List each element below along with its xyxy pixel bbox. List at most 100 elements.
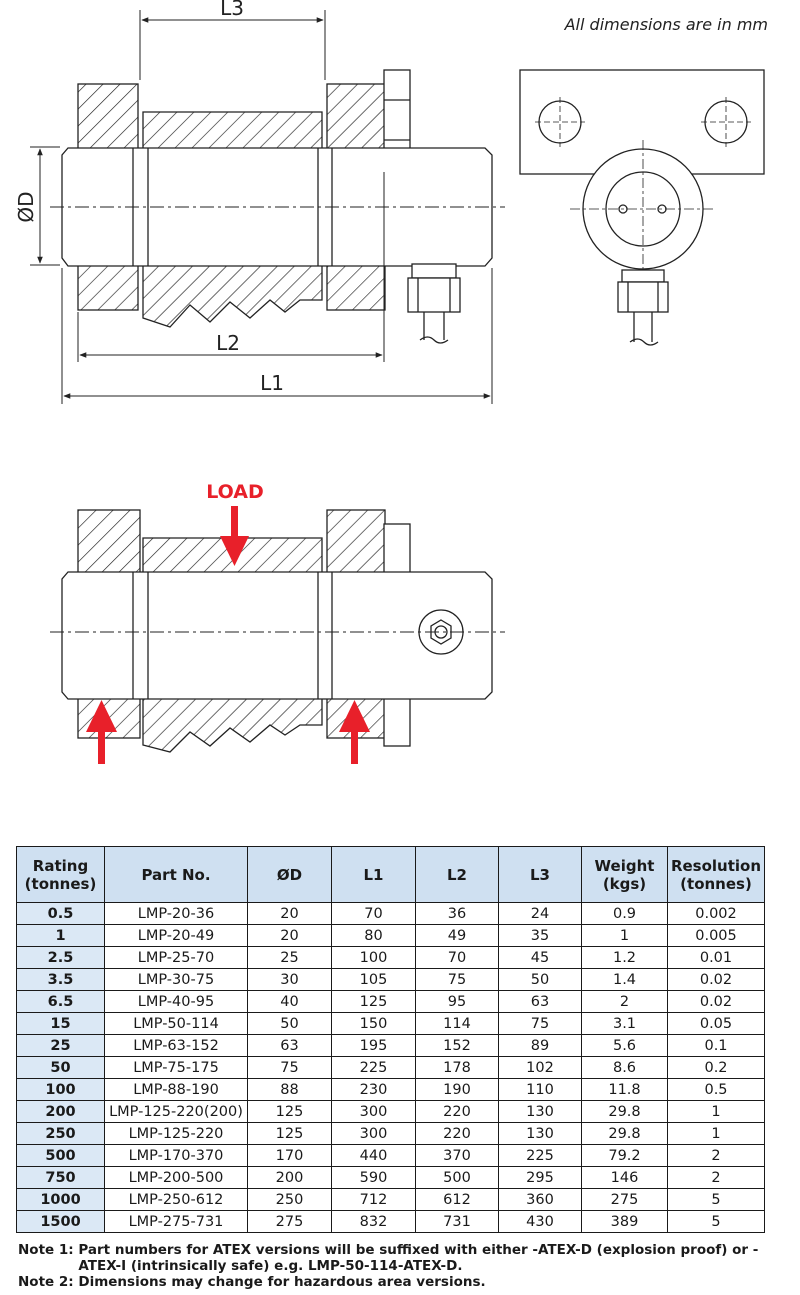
cell-diameter: 40 bbox=[247, 990, 332, 1013]
load-arrow-top bbox=[231, 506, 238, 540]
cell-part-no: LMP-20-49 bbox=[104, 924, 248, 947]
cell-diameter: 125 bbox=[247, 1122, 332, 1145]
cell-resolution: 0.02 bbox=[667, 968, 765, 991]
cell-weight: 8.6 bbox=[581, 1056, 668, 1079]
cell-l1: 300 bbox=[331, 1100, 416, 1123]
cell-diameter: 88 bbox=[247, 1078, 332, 1101]
cell-l2: 612 bbox=[415, 1188, 499, 1211]
cell-l3: 89 bbox=[498, 1034, 582, 1057]
cell-resolution: 0.002 bbox=[667, 902, 765, 925]
cell-resolution: 5 bbox=[667, 1188, 765, 1211]
cell-l3: 295 bbox=[498, 1166, 582, 1189]
cell-resolution: 0.5 bbox=[667, 1078, 765, 1101]
cell-l2: 178 bbox=[415, 1056, 499, 1079]
dim-diameter-label: ØD bbox=[14, 191, 38, 222]
cell-weight: 1.4 bbox=[581, 968, 668, 991]
cell-rating: 1000 bbox=[16, 1188, 105, 1211]
cell-l3: 102 bbox=[498, 1056, 582, 1079]
cell-resolution: 2 bbox=[667, 1144, 765, 1167]
load-arrow-right bbox=[351, 728, 358, 764]
cell-resolution: 0.02 bbox=[667, 990, 765, 1013]
cell-l3: 225 bbox=[498, 1144, 582, 1167]
cell-weight: 79.2 bbox=[581, 1144, 668, 1167]
cell-l3: 50 bbox=[498, 968, 582, 991]
cell-l2: 70 bbox=[415, 946, 499, 969]
cell-rating: 100 bbox=[16, 1078, 105, 1101]
cell-l1: 150 bbox=[331, 1012, 416, 1035]
cell-l1: 300 bbox=[331, 1122, 416, 1145]
cell-weight: 3.1 bbox=[581, 1012, 668, 1035]
cell-l1: 712 bbox=[331, 1188, 416, 1211]
cell-rating: 15 bbox=[16, 1012, 105, 1035]
cell-rating: 0.5 bbox=[16, 902, 105, 925]
side-view-drawing: L3 ØD L2 L1 bbox=[14, 0, 765, 404]
cell-weight: 1.2 bbox=[581, 946, 668, 969]
cell-part-no: LMP-170-370 bbox=[104, 1144, 248, 1167]
cell-part-no: LMP-63-152 bbox=[104, 1034, 248, 1057]
cell-rating: 1 bbox=[16, 924, 105, 947]
cell-diameter: 63 bbox=[247, 1034, 332, 1057]
note-1-label: Note 1: bbox=[18, 1242, 79, 1258]
cell-part-no: LMP-275-731 bbox=[104, 1210, 248, 1233]
cell-l3: 110 bbox=[498, 1078, 582, 1101]
cell-diameter: 30 bbox=[247, 968, 332, 991]
note-2: Note 2: Dimensions may change for hazard… bbox=[18, 1274, 788, 1290]
load-diagram: LOAD bbox=[50, 481, 505, 764]
cell-l2: 114 bbox=[415, 1012, 499, 1035]
cell-weight: 5.6 bbox=[581, 1034, 668, 1057]
cell-l1: 70 bbox=[331, 902, 416, 925]
header-l3: L3 bbox=[498, 846, 582, 903]
cell-l2: 190 bbox=[415, 1078, 499, 1101]
cell-l2: 36 bbox=[415, 902, 499, 925]
cell-l3: 360 bbox=[498, 1188, 582, 1211]
cell-diameter: 170 bbox=[247, 1144, 332, 1167]
header-rating: Rating (tonnes) bbox=[16, 846, 105, 903]
header-l2: L2 bbox=[415, 846, 499, 903]
header-weight: Weight (kgs) bbox=[581, 846, 668, 903]
cell-part-no: LMP-50-114 bbox=[104, 1012, 248, 1035]
cell-diameter: 25 bbox=[247, 946, 332, 969]
cell-part-no: LMP-250-612 bbox=[104, 1188, 248, 1211]
header-diameter: ØD bbox=[247, 846, 332, 903]
cell-rating: 3.5 bbox=[16, 968, 105, 991]
cell-l3: 45 bbox=[498, 946, 582, 969]
load-label: LOAD bbox=[206, 481, 264, 503]
cell-weight: 389 bbox=[581, 1210, 668, 1233]
cell-part-no: LMP-88-190 bbox=[104, 1078, 248, 1101]
cell-l2: 500 bbox=[415, 1166, 499, 1189]
cell-resolution: 5 bbox=[667, 1210, 765, 1233]
spec-table: Rating (tonnes) Part No. ØD L1 L2 L3 Wei… bbox=[16, 846, 765, 1233]
cell-diameter: 200 bbox=[247, 1166, 332, 1189]
cell-l1: 230 bbox=[331, 1078, 416, 1101]
note-2-label: Note 2: bbox=[18, 1274, 79, 1290]
cell-resolution: 0.01 bbox=[667, 946, 765, 969]
cell-l2: 220 bbox=[415, 1122, 499, 1145]
header-part-no: Part No. bbox=[104, 846, 248, 903]
cell-rating: 50 bbox=[16, 1056, 105, 1079]
cell-l1: 125 bbox=[331, 990, 416, 1013]
header-resolution: Resolution (tonnes) bbox=[667, 846, 765, 903]
cell-resolution: 1 bbox=[667, 1122, 765, 1145]
cell-l1: 100 bbox=[331, 946, 416, 969]
cell-rating: 250 bbox=[16, 1122, 105, 1145]
cell-resolution: 0.05 bbox=[667, 1012, 765, 1035]
cell-diameter: 20 bbox=[247, 902, 332, 925]
cell-resolution: 1 bbox=[667, 1100, 765, 1123]
cell-rating: 200 bbox=[16, 1100, 105, 1123]
cell-rating: 1500 bbox=[16, 1210, 105, 1233]
cell-diameter: 50 bbox=[247, 1012, 332, 1035]
cell-resolution: 2 bbox=[667, 1166, 765, 1189]
cell-weight: 29.8 bbox=[581, 1100, 668, 1123]
cell-part-no: LMP-40-95 bbox=[104, 990, 248, 1013]
cell-diameter: 250 bbox=[247, 1188, 332, 1211]
cell-l1: 225 bbox=[331, 1056, 416, 1079]
cell-l3: 24 bbox=[498, 902, 582, 925]
cell-diameter: 75 bbox=[247, 1056, 332, 1079]
